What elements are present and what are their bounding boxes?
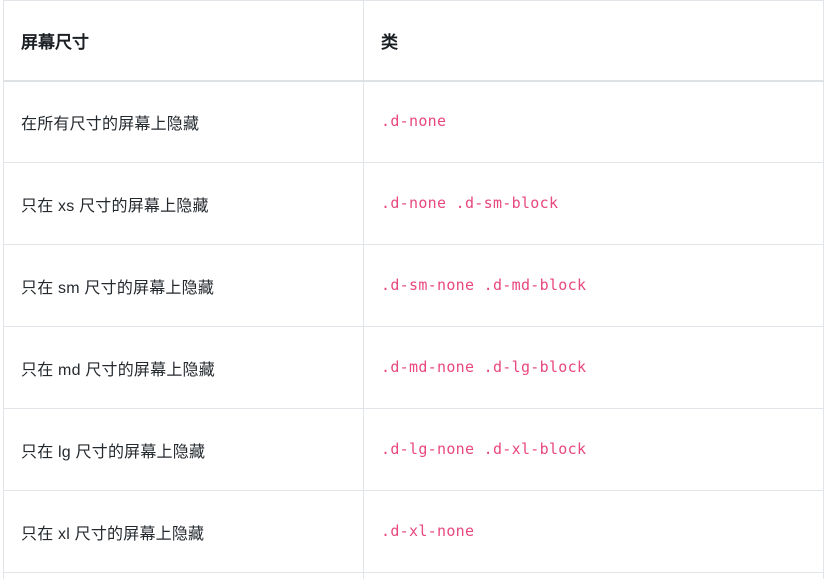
class-code-text: .d-xl-none <box>381 522 475 540</box>
table-row: 在所有尺寸的屏幕上隐藏 .d-none <box>3 80 824 163</box>
table-row: 只在 xs 尺寸的屏幕上隐藏 .d-none .d-sm-block <box>3 162 824 245</box>
cell-screen-size: 只在 xs 尺寸的屏幕上隐藏 <box>3 162 364 245</box>
cell-class: .d-xl-none <box>363 490 824 573</box>
cell-screen-size: 只在 lg 尺寸的屏幕上隐藏 <box>3 408 364 491</box>
cell-class: .d-none .d-sm-block <box>363 162 824 245</box>
table-row: 只在 md 尺寸的屏幕上隐藏 .d-md-none .d-lg-block <box>3 326 824 409</box>
table-row: 只在 sm 尺寸的屏幕上隐藏 .d-sm-none .d-md-block <box>3 244 824 327</box>
cell-screen-size: 只在 md 尺寸的屏幕上隐藏 <box>3 326 364 409</box>
column-header-class: 类 <box>363 0 824 82</box>
cell-screen-size: 在所有尺寸的屏幕上隐藏 <box>3 80 364 163</box>
class-code-text: .d-sm-none .d-md-block <box>381 276 587 294</box>
cell-screen-size: 只在 xl 尺寸的屏幕上隐藏 <box>3 490 364 573</box>
cell-class: .d-md-none .d-lg-block <box>363 326 824 409</box>
cell-class <box>363 572 824 579</box>
responsive-display-classes-table: 屏幕尺寸 类 在所有尺寸的屏幕上隐藏 .d-none 只在 xs 尺寸的屏幕上隐… <box>3 0 824 579</box>
class-code-text: .d-none .d-sm-block <box>381 194 559 212</box>
table-row: 只在 lg 尺寸的屏幕上隐藏 .d-lg-none .d-xl-block <box>3 408 824 491</box>
cell-class: .d-none <box>363 80 824 163</box>
table-row <box>3 572 824 579</box>
cell-class: .d-sm-none .d-md-block <box>363 244 824 327</box>
class-code-text: .d-md-none .d-lg-block <box>381 358 587 376</box>
cell-screen-size: 只在 sm 尺寸的屏幕上隐藏 <box>3 244 364 327</box>
table-header-row: 屏幕尺寸 类 <box>3 0 824 82</box>
table-header: 屏幕尺寸 类 <box>3 0 824 82</box>
cell-class: .d-lg-none .d-xl-block <box>363 408 824 491</box>
cell-screen-size <box>3 572 364 579</box>
table-body: 在所有尺寸的屏幕上隐藏 .d-none 只在 xs 尺寸的屏幕上隐藏 .d-no… <box>3 80 824 579</box>
class-code-text: .d-lg-none .d-xl-block <box>381 440 587 458</box>
class-code-text: .d-none <box>381 112 447 131</box>
column-header-screen-size: 屏幕尺寸 <box>3 0 364 82</box>
table-row: 只在 xl 尺寸的屏幕上隐藏 .d-xl-none <box>3 490 824 573</box>
